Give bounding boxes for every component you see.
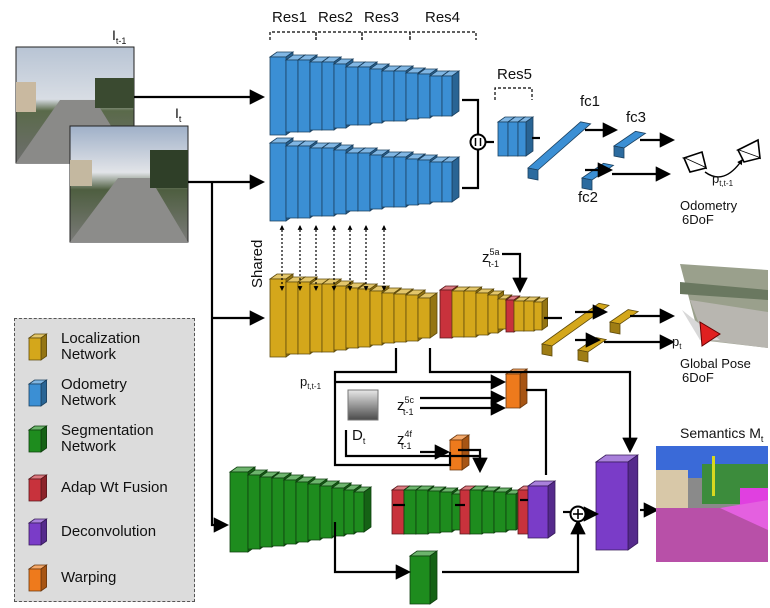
fc2-label: fc2 (578, 189, 598, 206)
localization-block-12 (416, 292, 439, 339)
shared-label: Shared (249, 240, 266, 288)
camera-icon (681, 138, 761, 173)
legend-swatch-block (27, 564, 48, 592)
legend-swatch-block (27, 333, 48, 361)
legend-item: Segmentation Network (27, 423, 154, 455)
res-brackets (269, 31, 533, 100)
res5-block-2 (516, 116, 535, 157)
localization-stream (268, 273, 549, 358)
warping-block-1 (448, 434, 471, 471)
loc-fc3-block (608, 309, 640, 335)
frame-current-label: It (175, 105, 182, 124)
legend-label: Deconvolution (61, 523, 157, 540)
depth-thumbnail (347, 389, 379, 421)
legend-label: Warping (61, 569, 117, 586)
odometry-output-label: Odometry (680, 198, 738, 213)
odometry-block-a-14 (440, 70, 461, 117)
connection-arrows (134, 89, 676, 580)
odometry-dof-label: 6DoF (682, 212, 714, 227)
semantics-label: Semantics Mt (680, 425, 764, 444)
deconvolution-block-0 (526, 480, 557, 539)
fc2-block (580, 162, 615, 191)
segmentation-block-10 (352, 486, 373, 533)
semantic-map (656, 446, 768, 562)
legend-swatch-block (27, 518, 48, 546)
pose-input-label: pt,t-1 (300, 374, 322, 391)
legend-label: Adap Wt Fusion (61, 479, 168, 496)
shared-weight-links (279, 225, 387, 291)
loc-fc2-block (576, 337, 608, 363)
sum-node (569, 505, 587, 523)
odometry-block-b-14 (440, 156, 461, 203)
legend-label: Odometry Network (61, 376, 127, 409)
res3-label: Res3 (364, 9, 399, 26)
fc3-block (612, 130, 647, 159)
legend-swatch-icon (27, 333, 48, 361)
depth-label: Dt (352, 427, 366, 446)
segmentation-stream (228, 454, 640, 605)
res4-label: Res4 (425, 9, 460, 26)
localization-tail-block-2 (532, 297, 549, 331)
odometry-stream-current (268, 137, 461, 222)
res1-label: Res1 (272, 9, 307, 26)
frame-current (69, 125, 189, 243)
legend-swatch-icon (27, 379, 48, 407)
legend-swatch-icon (27, 564, 48, 592)
legend-label: Segmentation Network (61, 422, 154, 455)
pose-marker-icon (699, 321, 721, 347)
segmentation-skip-block (408, 550, 439, 605)
legend-swatch-icon (27, 518, 48, 546)
relative-pose-label: pt,t-1 (712, 171, 734, 188)
global-pose-symbol: pt (672, 334, 682, 351)
deconvolution-block-1 (594, 454, 640, 551)
global-pose-dof-label: 6DoF (682, 370, 714, 385)
warping-block-0 (504, 368, 529, 409)
res2-label: Res2 (318, 9, 353, 26)
legend-swatch-icon (27, 474, 48, 502)
legend-item: Odometry Network (27, 377, 127, 409)
legend-swatch-block (27, 425, 48, 453)
legend-item: Adap Wt Fusion (27, 473, 168, 503)
legend-swatch-block (27, 379, 48, 407)
legend-item: Warping (27, 563, 116, 593)
frame-prev-label: It-1 (112, 27, 126, 46)
fc3-label: fc3 (626, 109, 646, 126)
res5-label: Res5 (497, 66, 532, 83)
legend-swatch-block (27, 474, 48, 502)
concat-node (469, 133, 487, 151)
global-pose-map (680, 264, 768, 348)
fc1-label: fc1 (580, 93, 600, 110)
legend-item: Deconvolution (27, 517, 156, 547)
global-pose-label: Global Pose (680, 356, 751, 371)
loc-fc1-block (541, 302, 610, 357)
legend-label: Localization Network (61, 330, 141, 363)
odometry-stream-prev (268, 51, 461, 136)
legend-swatch-icon (27, 425, 48, 453)
pose-arc (704, 159, 743, 178)
legend-item: Localization Network (27, 331, 140, 363)
fc1-block (527, 121, 592, 181)
